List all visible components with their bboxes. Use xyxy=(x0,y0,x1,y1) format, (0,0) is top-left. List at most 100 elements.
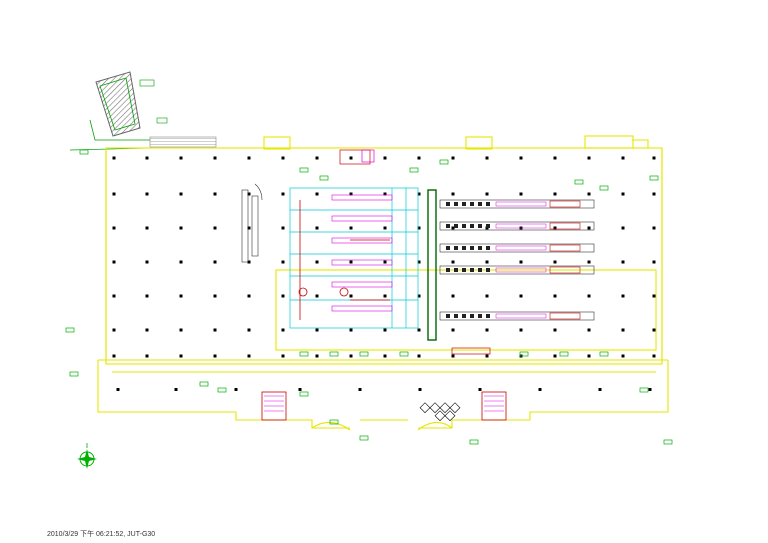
column xyxy=(213,294,217,298)
column xyxy=(112,192,116,196)
column xyxy=(349,192,353,196)
column xyxy=(349,260,353,264)
column xyxy=(315,156,319,160)
column xyxy=(298,388,302,391)
annotation-mark xyxy=(559,351,569,357)
column xyxy=(383,328,387,332)
column xyxy=(112,294,116,298)
column xyxy=(587,328,591,332)
column xyxy=(112,354,116,358)
annotation-mark xyxy=(199,381,209,387)
column xyxy=(519,328,523,332)
column xyxy=(553,328,557,332)
column xyxy=(116,388,120,391)
column xyxy=(485,328,489,332)
column xyxy=(553,192,557,196)
annotation-mark xyxy=(574,179,584,185)
annotation-mark xyxy=(663,439,673,445)
column xyxy=(247,260,251,264)
machine-row xyxy=(439,265,595,275)
column xyxy=(315,328,319,332)
column xyxy=(485,260,489,264)
column xyxy=(621,294,625,298)
column xyxy=(247,156,251,160)
column xyxy=(451,260,455,264)
column xyxy=(145,192,149,196)
column xyxy=(179,354,183,358)
column xyxy=(179,226,183,230)
column xyxy=(451,156,455,160)
column xyxy=(383,260,387,264)
column xyxy=(281,294,285,298)
column xyxy=(281,354,285,358)
column xyxy=(247,294,251,298)
column xyxy=(112,328,116,332)
column xyxy=(587,226,591,230)
column xyxy=(652,260,656,264)
machine-row xyxy=(439,311,595,321)
annotation-marks xyxy=(65,149,673,445)
column xyxy=(598,388,602,391)
column xyxy=(451,354,455,358)
column xyxy=(315,294,319,298)
column xyxy=(417,156,421,160)
column xyxy=(519,260,523,264)
column xyxy=(179,192,183,196)
annotation-mark xyxy=(299,351,309,357)
column xyxy=(349,294,353,298)
column xyxy=(417,328,421,332)
column xyxy=(417,354,421,358)
piping-area xyxy=(289,149,437,341)
column xyxy=(621,192,625,196)
column xyxy=(418,388,422,391)
annotation-mark xyxy=(639,387,649,393)
column xyxy=(485,192,489,196)
rack-left xyxy=(241,183,263,263)
annotation-mark xyxy=(359,351,369,357)
annotation-mark xyxy=(649,175,659,181)
column xyxy=(112,156,116,160)
column xyxy=(281,192,285,196)
annotation-mark xyxy=(359,435,369,441)
annotation-mark xyxy=(299,167,309,173)
machine-row xyxy=(439,199,595,209)
column xyxy=(112,226,116,230)
annotation-mark xyxy=(217,387,227,393)
annotation-mark xyxy=(399,351,409,357)
stair-cores xyxy=(261,347,507,422)
column xyxy=(179,260,183,264)
column xyxy=(652,226,656,230)
column xyxy=(553,156,557,160)
column xyxy=(519,192,523,196)
column xyxy=(383,156,387,160)
column xyxy=(349,156,353,160)
column xyxy=(648,388,652,391)
column xyxy=(358,388,362,391)
column xyxy=(383,294,387,298)
column xyxy=(553,294,557,298)
column xyxy=(451,294,455,298)
column xyxy=(213,354,217,358)
column xyxy=(485,354,489,358)
column xyxy=(621,260,625,264)
column xyxy=(234,388,238,391)
column xyxy=(349,328,353,332)
annotation-mark xyxy=(469,439,479,445)
annotation-mark xyxy=(69,371,79,377)
annotation-mark xyxy=(65,327,75,333)
column xyxy=(485,156,489,160)
annotation-mark xyxy=(329,351,339,357)
column xyxy=(112,260,116,264)
column xyxy=(417,260,421,264)
column xyxy=(451,226,455,230)
structural-columns xyxy=(112,156,656,391)
column xyxy=(587,354,591,358)
machine-row xyxy=(439,221,595,231)
column xyxy=(213,328,217,332)
column xyxy=(621,354,625,358)
column xyxy=(213,226,217,230)
column xyxy=(652,328,656,332)
column xyxy=(587,294,591,298)
column xyxy=(281,328,285,332)
